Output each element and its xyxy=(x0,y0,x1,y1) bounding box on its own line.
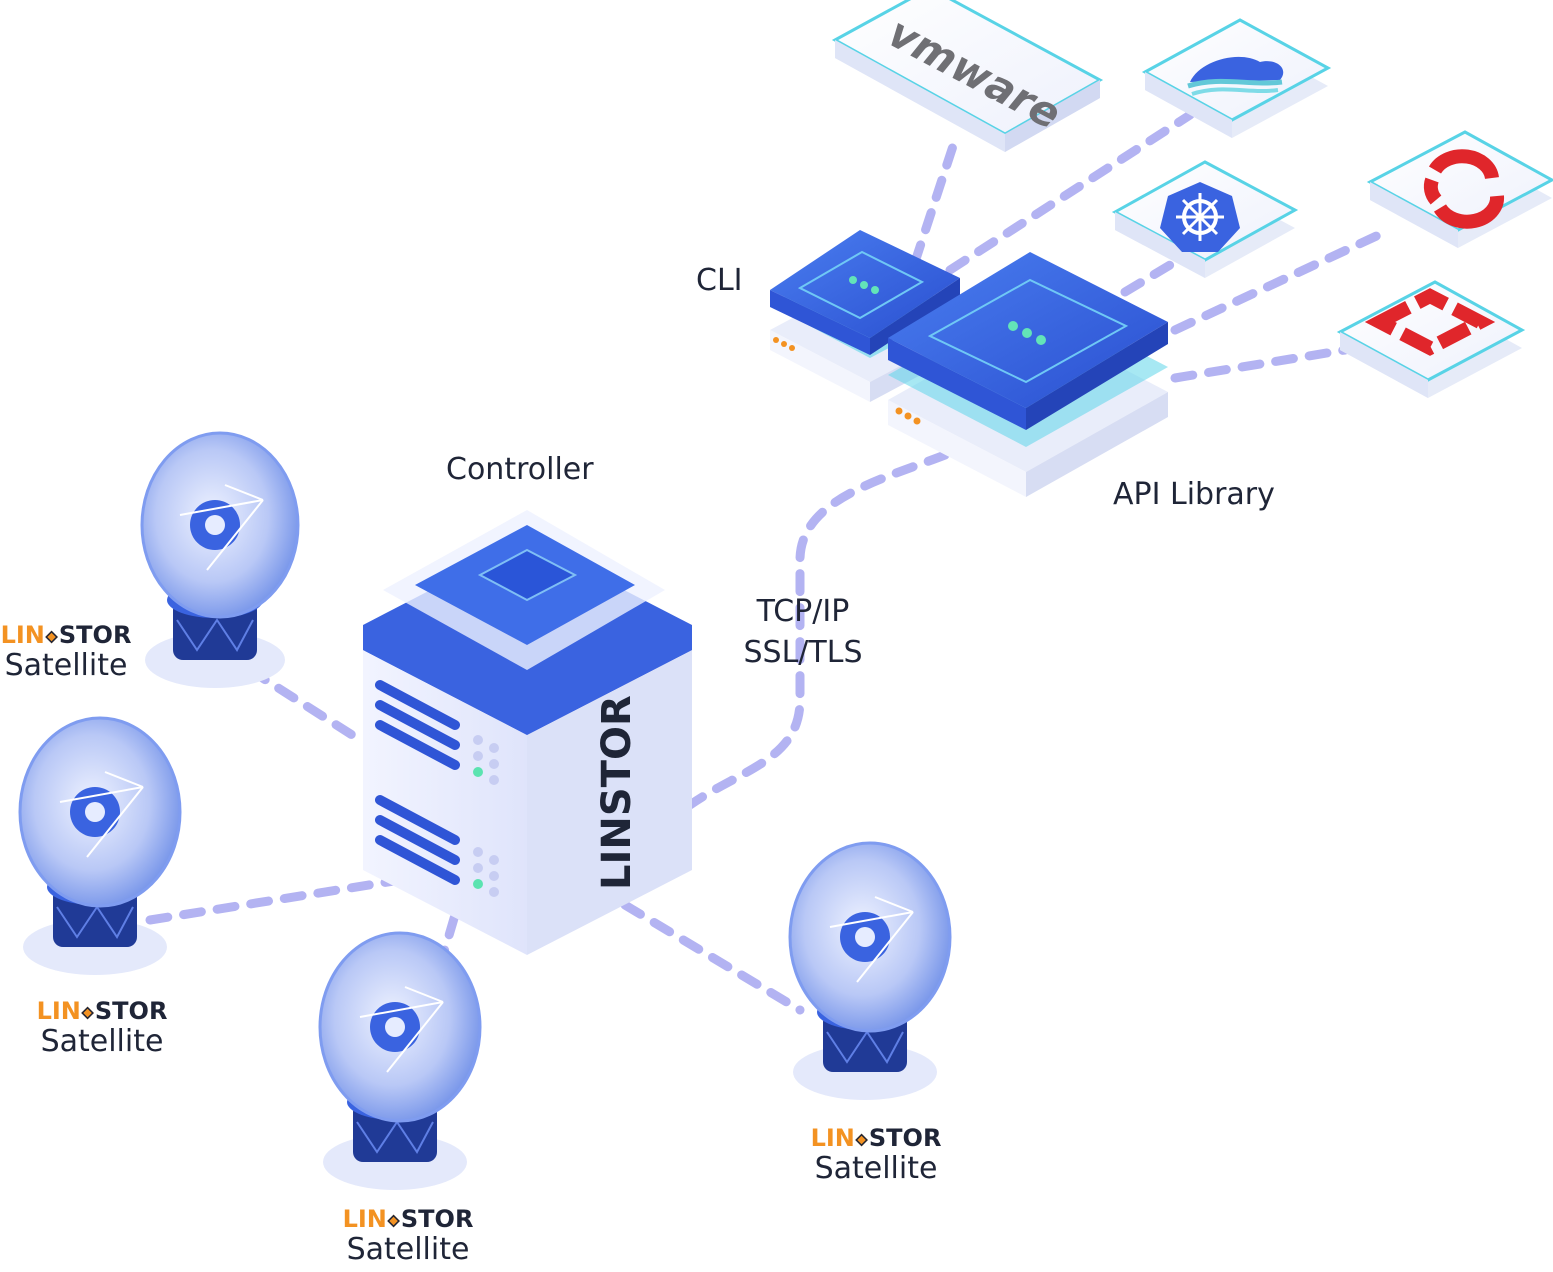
protocol-label-ssltls: SSL/TLS xyxy=(743,635,863,670)
connector-controller-sat2 xyxy=(145,875,405,925)
connector-api-kubernetes xyxy=(1120,260,1175,297)
connector-cli-vmware xyxy=(910,135,960,267)
protocol-label-tcpip: TCP/IP xyxy=(756,594,850,629)
openshift-icon xyxy=(1423,149,1505,229)
satellite-text: Satellite xyxy=(346,1232,470,1267)
satellite-dish-1 xyxy=(140,431,300,688)
controller-vents-upper xyxy=(375,680,460,770)
connector-controller-sat1 xyxy=(245,665,365,745)
satellite-dish-4 xyxy=(788,841,952,1100)
openstack-icon xyxy=(1364,288,1496,356)
satellite-dish-2 xyxy=(18,716,182,975)
satellite-dish-3 xyxy=(318,931,482,1190)
api-library-label: API Library xyxy=(1113,477,1275,512)
controller-server: LINSTOR xyxy=(363,510,692,955)
connector-controller-sat4 xyxy=(620,900,805,1015)
tile-openstack xyxy=(1336,280,1526,398)
connector-lines xyxy=(145,110,1390,1015)
cli-label: CLI xyxy=(696,263,743,298)
tile-openshift xyxy=(1366,130,1553,248)
controller-status-lights xyxy=(473,735,499,897)
controller-vents-lower xyxy=(375,795,460,885)
controller-brand-vertical: LINSTOR xyxy=(594,695,640,890)
tile-kubernetes xyxy=(1111,160,1299,278)
connector-api-openshift xyxy=(1170,227,1390,335)
connector-api-openstack xyxy=(1170,345,1350,383)
satellite-text: Satellite xyxy=(4,648,128,683)
kubernetes-icon xyxy=(1160,182,1240,252)
api-library-server xyxy=(888,252,1168,497)
satellite-text: Satellite xyxy=(814,1151,938,1186)
connector-cli-cloud xyxy=(945,110,1195,275)
controller-label: Controller xyxy=(446,452,594,487)
cloud-icon xyxy=(1187,56,1284,96)
satellite-text: Satellite xyxy=(40,1024,164,1059)
tile-cloud xyxy=(1141,18,1332,138)
tile-vmware xyxy=(831,0,1104,152)
connector-controller-api xyxy=(685,450,950,810)
